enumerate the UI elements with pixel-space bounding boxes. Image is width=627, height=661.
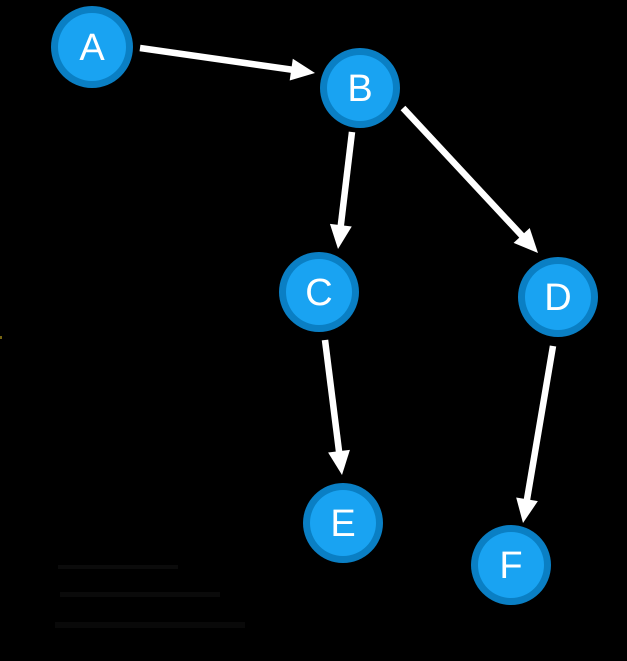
node-label-D: D [544,277,571,319]
edge-B-D [400,105,526,240]
node-B: B [320,48,400,128]
node-E: E [303,483,383,563]
arrowhead-A-B [289,58,315,81]
arrowhead-B-D [513,227,538,253]
yellow-pixel-artifact [0,336,2,339]
node-C: C [279,252,359,332]
arrowhead-B-C [329,223,352,249]
node-F: F [471,525,551,605]
node-A: A [51,6,133,88]
node-label-C: C [305,272,332,314]
node-label-B: B [347,68,372,110]
node-core-C [286,259,352,325]
edge-A-B [139,44,294,74]
node-core-A [58,13,126,81]
dark-smudge-2 [60,592,220,597]
dark-smudge-1 [58,565,178,569]
node-label-F: F [499,545,522,587]
node-label-A: A [79,27,105,69]
arrowhead-D-F [516,497,538,523]
node-core-F [478,532,544,598]
edge-D-F [523,345,557,502]
edge-B-C [337,131,356,228]
arrowhead-C-E [328,449,350,475]
node-core-D [525,264,591,330]
dark-smudge-3 [55,622,245,628]
node-core-B [327,55,393,121]
node-core-E [310,490,376,556]
node-D: D [518,257,598,337]
edge-C-E [321,339,343,454]
node-label-E: E [330,503,355,545]
